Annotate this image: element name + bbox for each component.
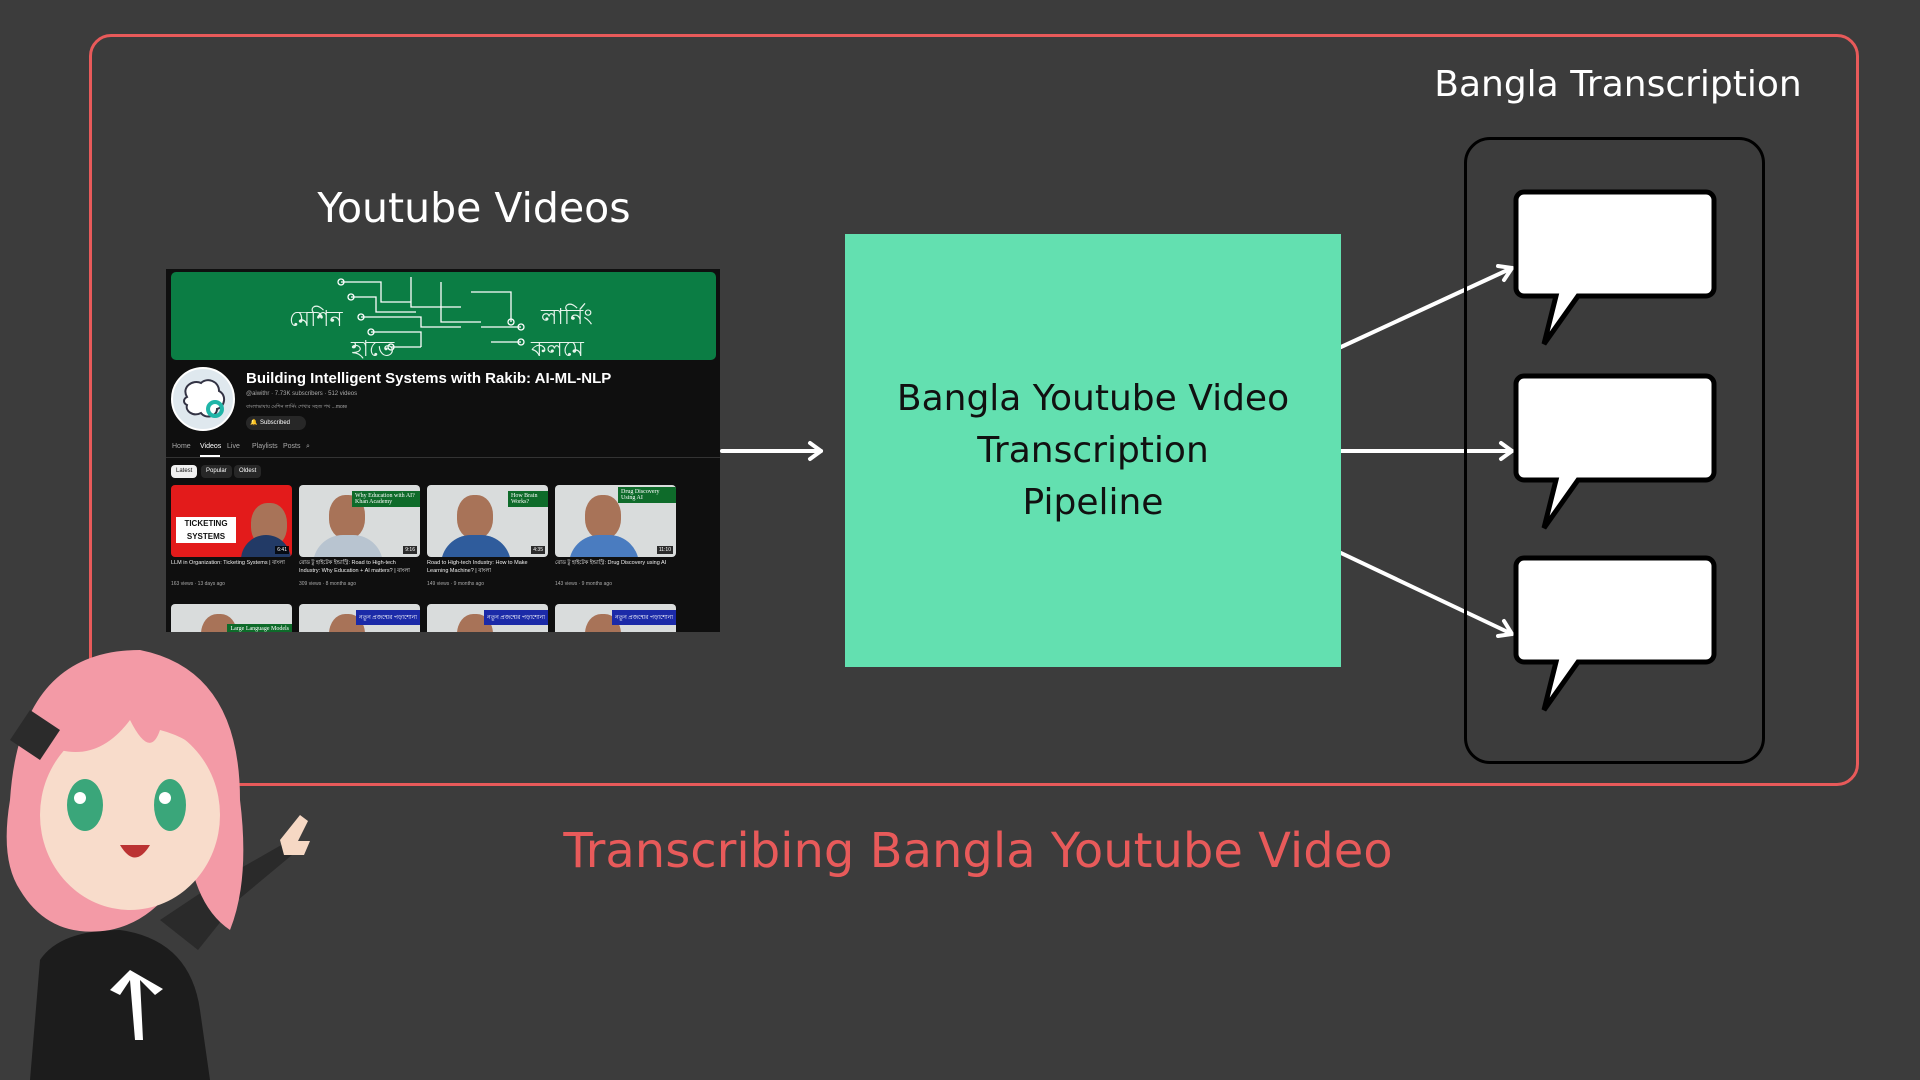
banner-word: কলমে — [531, 336, 584, 360]
arrow-to-bubble-2 — [1339, 441, 1514, 461]
video-duration: 4:35 — [531, 546, 545, 554]
brain-gear-icon — [183, 379, 225, 418]
video-duration: 11:10 — [656, 546, 673, 554]
tab-home[interactable]: Home — [172, 443, 191, 450]
video-title[interactable]: রোড টু হাইটেক ইন্ডাস্ট্রি: Road to High-… — [299, 560, 410, 574]
video-meta: 163 views · 13 days ago — [171, 581, 225, 587]
tab-posts[interactable]: Posts — [283, 443, 301, 450]
circuit-brain-icon — [337, 277, 525, 351]
pipeline-line: Transcription — [977, 429, 1209, 471]
tab-live[interactable]: Live — [227, 443, 240, 450]
video-thumbnail[interactable]: নতুন প্রজন্মের পড়াশোনা — [427, 604, 548, 632]
video-duration: 6:41 — [275, 546, 289, 554]
video-thumbnail[interactable]: How Brain Works? 4:35 — [427, 485, 548, 557]
video-thumbnail[interactable]: Drug Discovery Using AI 11:10 — [555, 485, 676, 557]
thumbnail-text: Large Language Models — [227, 624, 292, 632]
search-icon[interactable]: ⌕ — [306, 443, 310, 450]
chip-oldest[interactable]: Oldest — [234, 465, 262, 478]
video-thumbnail[interactable]: নতুন প্রজন্মের পড়াশোনা — [555, 604, 676, 632]
banner-word: মেশিন — [289, 306, 343, 331]
speech-bubble-icon — [1513, 373, 1717, 530]
speech-bubble-icon — [1513, 555, 1717, 712]
transcription-heading: Bangla Transcription — [1434, 64, 1802, 105]
video-title[interactable]: রোড টু হাইটেক ইন্ডাস্ট্রি: Drug Discover… — [555, 560, 667, 566]
transcription-container — [1464, 137, 1765, 764]
thumbnail-text: নতুন প্রজন্মের পড়াশোনা — [612, 610, 676, 625]
anime-character-illustration — [6, 650, 310, 1080]
bell-icon: 🔔 — [250, 420, 258, 426]
video-meta: 143 views · 9 months ago — [555, 581, 612, 587]
channel-banner: মেশিন লার্নিং হাতে কলমে — [171, 272, 716, 360]
video-meta: 309 views · 8 months ago — [299, 581, 356, 587]
subscribed-label: Subscribed — [260, 420, 291, 426]
pipeline-box: Bangla Youtube Video Transcription Pipel… — [845, 234, 1341, 667]
thumbnail-text: Drug Discovery Using AI — [618, 487, 676, 503]
youtube-channel-screenshot: মেশিন লার্নিং হাতে কলমে Building Intelli… — [166, 269, 720, 632]
pipeline-line: Bangla Youtube Video — [896, 377, 1290, 419]
speech-bubble-icon — [1513, 189, 1717, 346]
channel-title: Building Intelligent Systems with Rakib:… — [246, 370, 612, 387]
videos-heading: Youtube Videos — [317, 184, 631, 232]
bottom-title: Transcribing Bangla Youtube Video — [563, 823, 1393, 879]
video-thumbnail[interactable]: নতুন প্রজন্মের পড়াশোনা — [299, 604, 420, 632]
chip-popular[interactable]: Popular — [201, 465, 232, 478]
tab-divider — [166, 457, 720, 458]
banner-word: লার্নিং — [541, 304, 593, 329]
thumbnail-text: How Brain Works? — [508, 491, 548, 507]
video-thumbnail[interactable]: Why Education with AI? Khan Academy 9:16 — [299, 485, 420, 557]
channel-avatar[interactable] — [171, 367, 235, 431]
subscribed-button[interactable]: 🔔Subscribed — [246, 416, 306, 430]
chip-latest[interactable]: Latest — [171, 465, 198, 478]
video-thumbnail[interactable]: Large Language Models — [171, 604, 292, 632]
active-tab-indicator — [200, 455, 220, 457]
banner-word: হাতে — [351, 336, 395, 360]
video-meta: 149 views · 9 months ago — [427, 581, 484, 587]
tab-playlists[interactable]: Playlists — [252, 443, 278, 450]
tab-videos[interactable]: Videos — [200, 443, 222, 450]
thumbnail-text: নতুন প্রজন্মের পড়াশোনা — [484, 610, 548, 625]
video-thumbnail[interactable]: TICKETING SYSTEMS 6:41 — [171, 485, 292, 557]
thumbnail-text: নতুন প্রজন্মের পড়াশোনা — [356, 610, 420, 625]
pipeline-line: Pipeline — [1022, 481, 1164, 523]
diagram-frame — [89, 34, 1859, 786]
arrow-to-bubble-1 — [1339, 264, 1514, 349]
video-title[interactable]: Road to High-tech Industry: How to Make … — [427, 560, 528, 574]
arrow-to-bubble-3 — [1339, 551, 1514, 638]
thumbnail-text: Why Education with AI? Khan Academy — [352, 491, 420, 507]
channel-meta: @aiwithr · 7.73K subscribers · 512 video… — [246, 391, 358, 397]
video-duration: 9:16 — [403, 546, 417, 554]
channel-description[interactable]: বাংলাভাষায় মেশিন লার্নিং শেখার সহজ পথ .… — [246, 404, 348, 410]
thumbnail-text: TICKETING SYSTEMS — [176, 517, 236, 543]
video-title[interactable]: LLM in Organization: Ticketing Systems |… — [171, 560, 285, 566]
arrow-videos-to-pipeline — [720, 441, 823, 461]
